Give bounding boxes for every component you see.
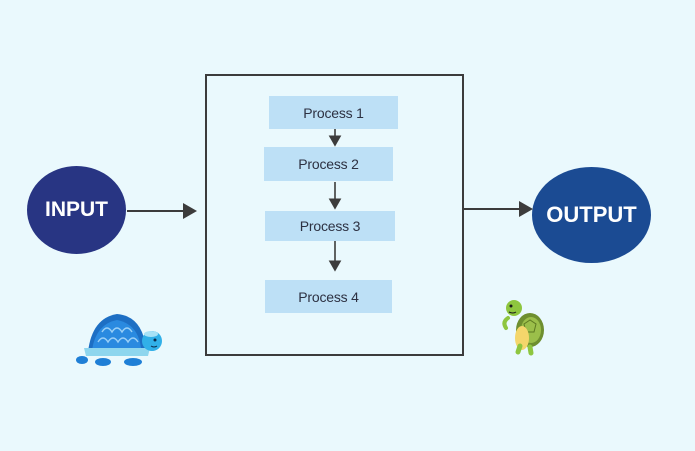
input-node: INPUT [27, 166, 126, 254]
blue-turtle-icon [76, 314, 162, 366]
container-left-edge-top [205, 74, 207, 164]
input-label: INPUT [45, 198, 108, 221]
container-left-edge-bottom [205, 164, 207, 356]
process-3-label: Process 3 [299, 218, 361, 234]
process-4-box: Process 4 [265, 280, 392, 313]
green-turtle-icon [502, 300, 544, 356]
process-2-label: Process 2 [298, 156, 359, 172]
process-3-box: Process 3 [265, 211, 395, 241]
output-label: OUTPUT [546, 202, 637, 227]
process-1-label: Process 1 [303, 104, 364, 121]
process-2-box: Process 2 [264, 147, 393, 181]
output-node: OUTPUT [532, 167, 651, 263]
process-container [205, 74, 464, 356]
process-1-box: Process 1 [269, 96, 398, 129]
process-4-label: Process 4 [298, 288, 359, 305]
